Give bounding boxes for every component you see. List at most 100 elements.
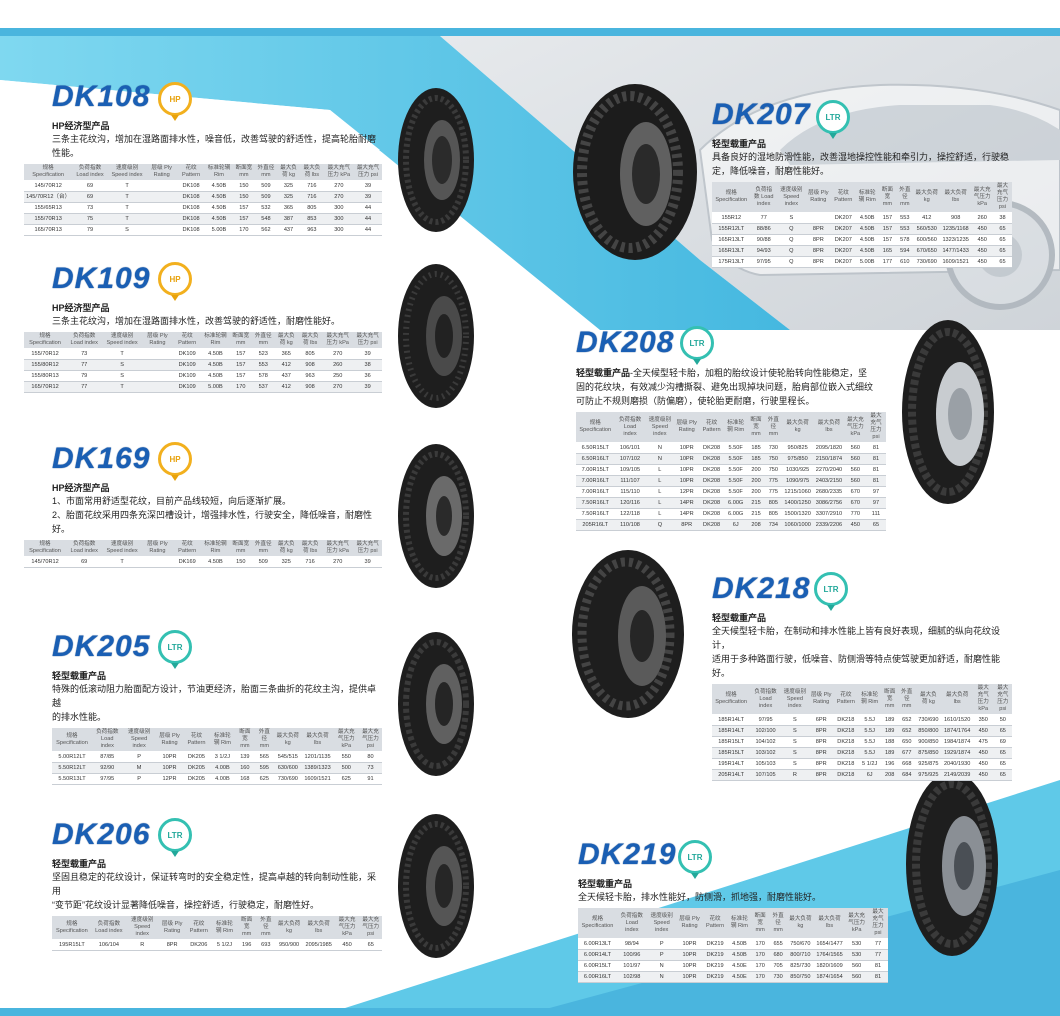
- table-cell: 908: [298, 381, 323, 393]
- table-cell: 750: [764, 464, 783, 476]
- table-cell: 189: [881, 725, 899, 737]
- product-description: 全天候型轻卡胎，在制动和排水性能上皆有良好表现，细腻的纵向花纹设计，适用于多种路…: [712, 626, 1001, 678]
- table-cell: 2339/2206: [813, 519, 845, 531]
- table-cell: 196: [881, 758, 899, 770]
- column-header: 花纹 Pattern: [183, 728, 210, 752]
- product-description: 坚固且稳定的花纹设计，保证转弯时的安全稳定性，提高卓越的转向制动性能，采用“变节…: [52, 872, 377, 910]
- table-cell: 44: [354, 213, 382, 225]
- table-cell: 4.00B: [209, 773, 236, 785]
- table-cell: 300: [323, 202, 355, 214]
- table-cell: 6.50R16LT: [576, 453, 615, 465]
- table-cell: 175R13LT: [712, 256, 751, 268]
- product-subtitle: 轻型载重产品: [712, 613, 767, 623]
- product-description: 轻型载重产品-全天候型轻卡胎，加粗的胎纹设计使轮胎转向性能稳定，坚 固的花纹块，…: [576, 368, 874, 406]
- column-header: 最大负荷 kg: [787, 908, 814, 939]
- product-dk108: DK108 HP HP经济型产品 三条主花纹沟，增加在湿路面排水性，噪音低，改善…: [24, 80, 382, 236]
- column-header: 最大充气压力 kPa: [323, 164, 355, 181]
- table-cell: [141, 370, 173, 382]
- table-cell: 170: [229, 381, 253, 393]
- table-cell: T: [102, 556, 142, 568]
- table-cell: 805: [298, 348, 323, 360]
- column-header: 标准轮辋 Rim: [201, 540, 230, 557]
- table-cell: 670/650: [913, 245, 940, 257]
- table-cell: 1500/1320: [782, 508, 814, 520]
- table-cell: 716: [300, 191, 324, 203]
- table-cell: DK108: [177, 224, 206, 236]
- hp-badge-icon: HP: [158, 442, 192, 481]
- table-cell: 595: [254, 762, 275, 774]
- table-cell: 115/110: [614, 486, 646, 498]
- table-cell: 650: [898, 736, 916, 748]
- table-cell: 185R14LT: [712, 714, 751, 726]
- table-cell: 908: [939, 212, 972, 224]
- table-cell: 684: [898, 769, 916, 781]
- table-cell: Q: [645, 519, 675, 531]
- table-cell: 215: [747, 508, 765, 520]
- table-cell: 188: [881, 736, 899, 748]
- tire-image-dk108: [398, 88, 474, 232]
- table-cell: 8PR: [808, 736, 834, 748]
- table-cell: 111/107: [614, 475, 646, 487]
- table-cell: M: [122, 762, 156, 774]
- column-header: 规格 Specification: [578, 908, 617, 939]
- column-header: 最大充气压力 kPa: [845, 908, 868, 939]
- column-header: 层级 Ply Rating: [141, 540, 173, 557]
- table-cell: 908: [298, 359, 323, 371]
- table-cell: P: [646, 938, 677, 950]
- table-cell: 450: [334, 939, 360, 951]
- table-cell: [146, 180, 177, 192]
- table-cell: P: [122, 751, 156, 763]
- table-cell: Q: [776, 223, 806, 235]
- table-cell: 6.00G: [724, 508, 748, 520]
- table-cell: 155/70R13: [24, 213, 73, 225]
- column-header: 最大充气压力 kPa: [322, 332, 354, 349]
- table-cell: 450: [971, 223, 993, 235]
- column-header: 最大充气压力 kPa: [844, 412, 867, 443]
- table-cell: T: [107, 180, 147, 192]
- table-cell: N: [646, 971, 677, 983]
- column-header: 标准轮辋 Rim: [209, 728, 236, 752]
- table-cell: 6PR: [808, 714, 834, 726]
- table-cell: 65: [992, 245, 1012, 257]
- table-cell: 7.50R16LT: [576, 497, 615, 509]
- table-cell: 157: [229, 370, 253, 382]
- table-cell: T: [107, 213, 147, 225]
- column-header: 速度级别 Speed index: [125, 916, 159, 940]
- product-description: 三条主花纹沟，增加在湿路面排水性，改善驾驶的舒适性，耐磨性能好。: [52, 316, 341, 326]
- column-header: 断面宽 mm: [229, 540, 253, 557]
- table-cell: 3086/2756: [813, 497, 845, 509]
- table-cell: 157: [878, 212, 897, 224]
- table-cell: 150: [232, 191, 255, 203]
- table-cell: 805: [764, 497, 783, 509]
- table-cell: 750/670: [787, 938, 814, 950]
- column-header: 外直径 mm: [254, 728, 275, 752]
- table-cell: 730: [764, 442, 783, 454]
- table-cell: 38: [992, 212, 1012, 224]
- table-cell: 177: [878, 256, 897, 268]
- product-dk208: DK208 LTR 轻型载重产品-全天候型轻卡胎，加粗的胎纹设计使轮胎转向性能稳…: [576, 326, 886, 531]
- ltr-badge-icon: LTR: [158, 818, 192, 857]
- table-cell: 805: [300, 202, 324, 214]
- column-header: 最大充气压力 psi: [866, 412, 886, 443]
- table-cell: 7.00R16LT: [576, 486, 615, 498]
- model-name: DK206: [52, 818, 151, 851]
- table-cell: 875/850: [915, 747, 942, 759]
- column-header: 规格 Specification: [24, 332, 67, 349]
- column-header: 花纹 Pattern: [185, 916, 212, 940]
- table-cell: S: [102, 359, 142, 371]
- product-dk219: DK219 LTR 轻型载重产品 全天候轻卡胎，排水性能好，防侧滑，抓地强，耐磨…: [578, 838, 888, 983]
- table-cell: 553: [896, 212, 914, 224]
- table-cell: 270: [322, 381, 354, 393]
- table-cell: 450: [972, 769, 994, 781]
- table-cell: 850/750: [787, 971, 814, 983]
- table-cell: 509: [254, 191, 277, 203]
- table-cell: 65: [992, 234, 1012, 246]
- table-cell: DK108: [177, 191, 206, 203]
- table-cell: 565: [254, 751, 275, 763]
- table-cell: 5.50R12LT: [52, 762, 92, 774]
